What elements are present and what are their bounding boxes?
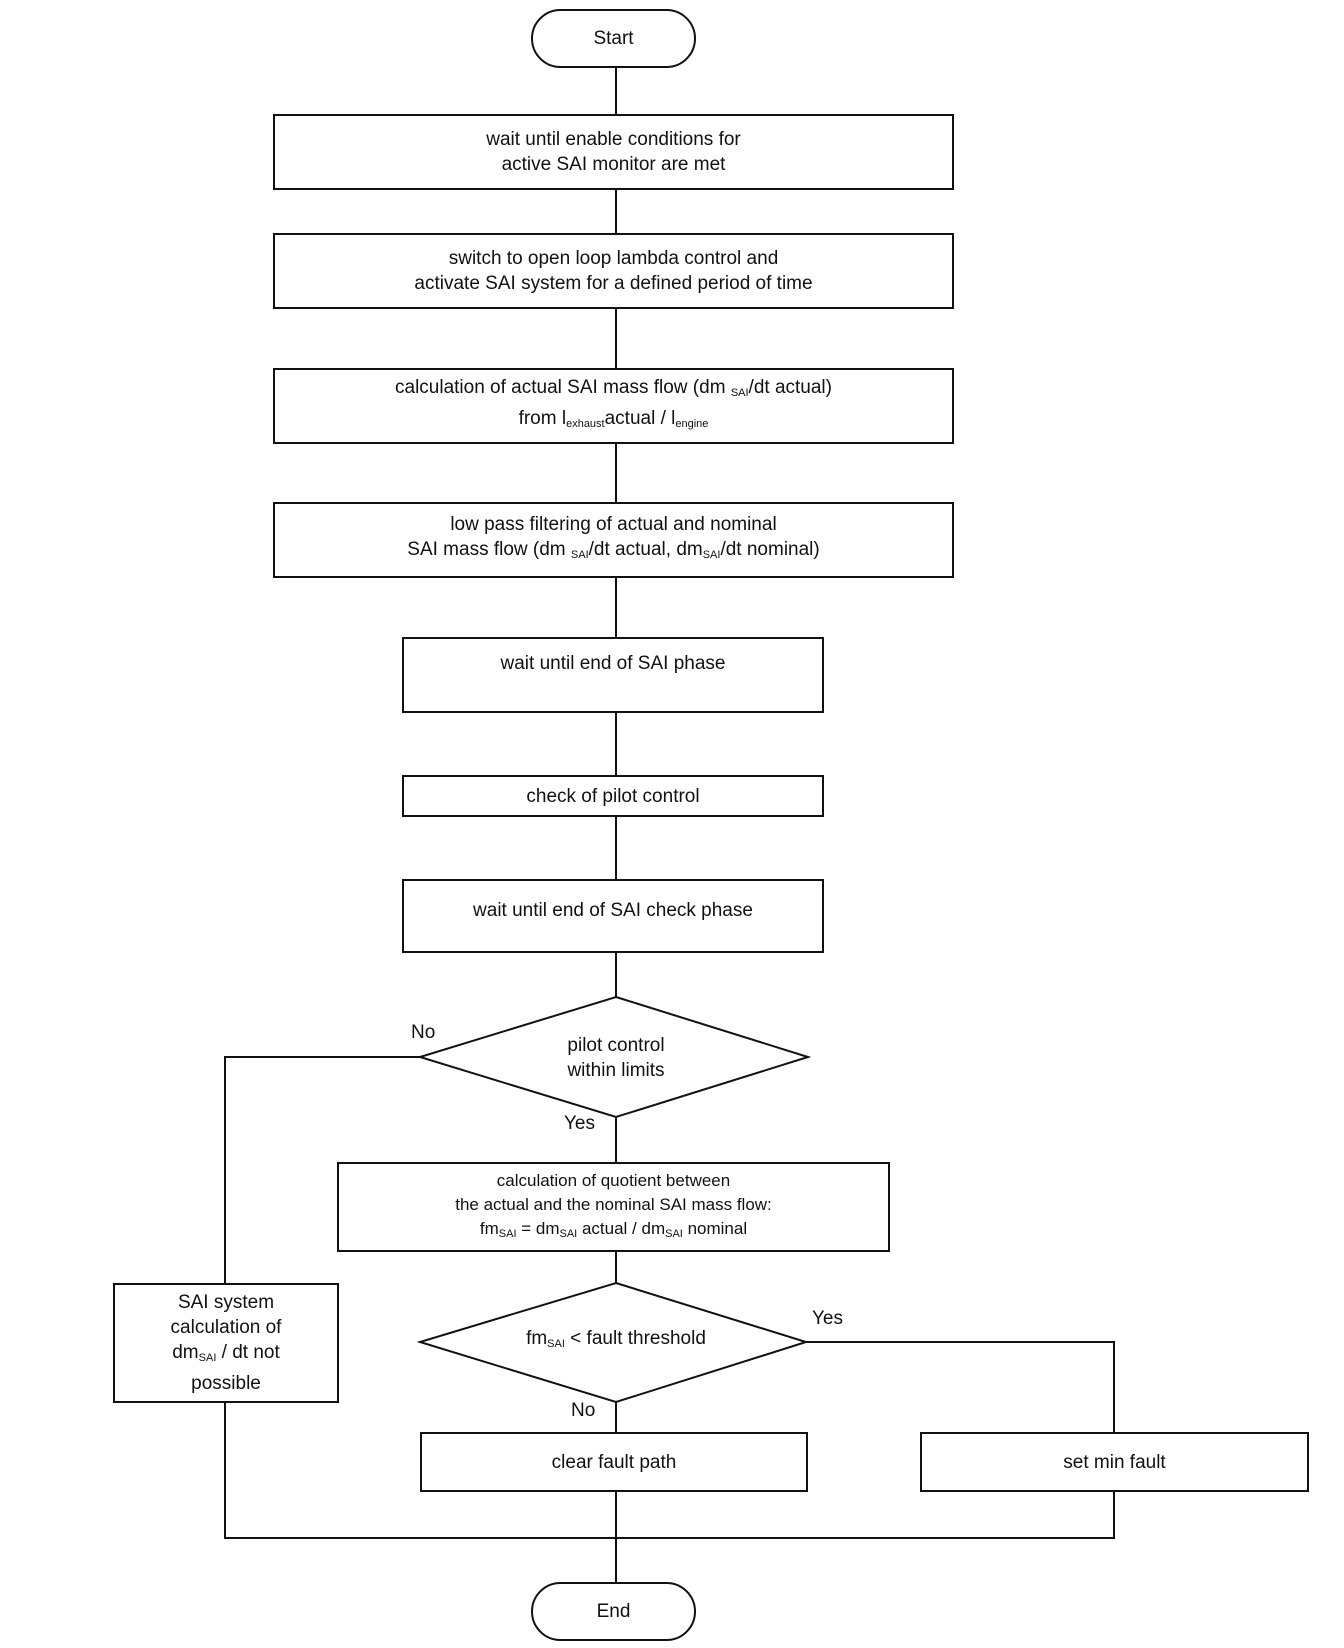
- set-min-fault-label: set min fault: [1063, 1451, 1166, 1473]
- start-label: Start: [593, 28, 634, 49]
- low-pass-line-2: SAI mass flow (dm SAI/dt actual, dmSAI/d…: [407, 539, 820, 561]
- calc-actual-line-2: from lexhaustactual / lengine: [518, 408, 709, 430]
- low-pass-line-1: low pass filtering of actual and nominal: [450, 514, 777, 535]
- pilot-decision-line-2: within limits: [567, 1060, 665, 1081]
- check-pilot-label: check of pilot control: [526, 785, 700, 807]
- pilot-decision-text: pilot control within limits: [500, 1032, 732, 1084]
- wait-check-phase-label: wait until end of SAI check phase: [473, 899, 753, 921]
- calc-actual-box: calculation of actual SAI mass flow (dm …: [273, 368, 954, 444]
- low-pass-box: low pass filtering of actual and nominal…: [273, 502, 954, 578]
- calc-quotient-line-2: the actual and the nominal SAI mass flow…: [455, 1194, 772, 1214]
- pilot-yes-label: Yes: [564, 1113, 595, 1134]
- calc-actual-line-1: calculation of actual SAI mass flow (dm …: [395, 377, 832, 399]
- wait-enable-line-2: active SAI monitor are met: [501, 154, 726, 175]
- fault-no-label: No: [571, 1400, 596, 1421]
- end-label: End: [596, 1601, 631, 1622]
- clear-fault-label: clear fault path: [551, 1451, 677, 1473]
- calc-quotient-box: calculation of quotient between the actu…: [337, 1162, 890, 1252]
- wait-enable-box: wait until enable conditions for active …: [273, 114, 954, 190]
- wait-sai-phase-label: wait until end of SAI phase: [500, 653, 726, 674]
- calc-quotient-line-3: fmSAI = dmSAI actual / dmSAI nominal: [479, 1218, 748, 1240]
- calc-quotient-line-1: calculation of quotient between: [496, 1170, 731, 1190]
- clear-fault-box: clear fault path: [420, 1432, 808, 1492]
- end-terminal: End: [531, 1582, 696, 1641]
- open-loop-line-1: switch to open loop lambda control and: [448, 248, 779, 269]
- sai-not-possible-box: SAI system calculation of dmSAI / dt not…: [113, 1283, 339, 1403]
- sai-not-possible-line-2: calculation of: [170, 1317, 282, 1338]
- wait-sai-phase-box: wait until end of SAI phase: [402, 637, 824, 713]
- wait-enable-line-1: wait until enable conditions for: [486, 129, 741, 150]
- fault-decision-text: fmSAI < fault threshold: [480, 1326, 752, 1356]
- sai-not-possible-line-3: dmSAI / dt not: [172, 1342, 280, 1364]
- set-min-fault-box: set min fault: [920, 1432, 1309, 1492]
- sai-not-possible-line-1: SAI system: [177, 1292, 275, 1313]
- wait-check-phase-box: wait until end of SAI check phase: [402, 879, 824, 953]
- fault-yes-label: Yes: [812, 1308, 843, 1329]
- open-loop-line-2: activate SAI system for a defined period…: [414, 273, 813, 294]
- fault-decision-label: fmSAI < fault threshold: [526, 1327, 706, 1350]
- check-pilot-box: check of pilot control: [402, 775, 824, 817]
- start-terminal: Start: [531, 9, 696, 68]
- open-loop-box: switch to open loop lambda control and a…: [273, 233, 954, 309]
- pilot-decision-line-1: pilot control: [567, 1035, 665, 1056]
- pilot-no-label: No: [411, 1022, 436, 1043]
- sai-not-possible-line-4: possible: [191, 1373, 261, 1394]
